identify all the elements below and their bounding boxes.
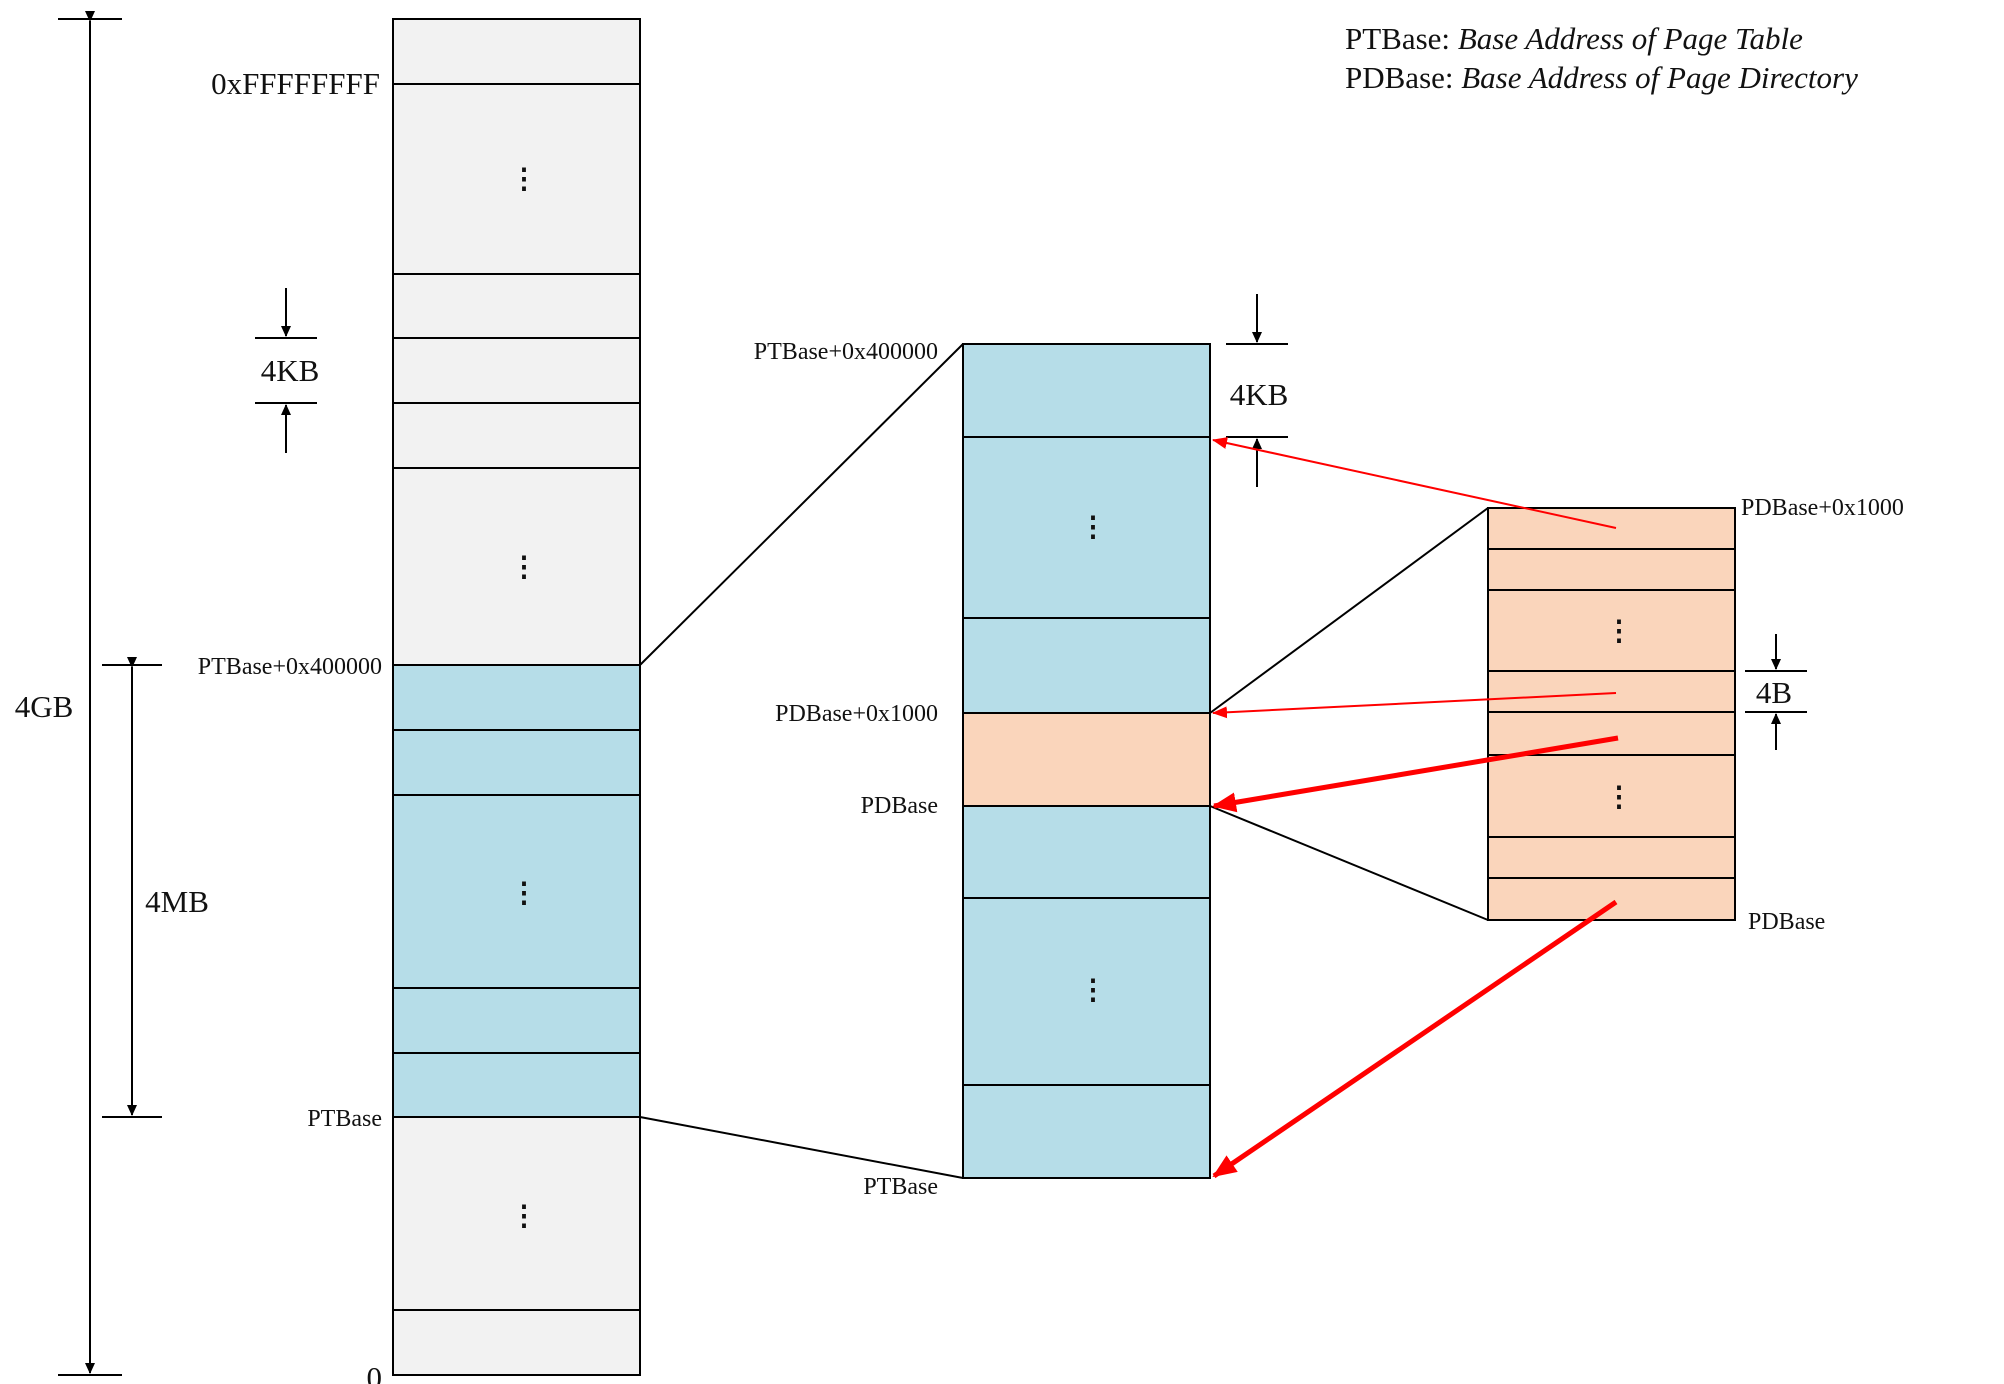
zoom-lines-page-directory xyxy=(1209,507,1489,921)
page-directory-bottom-label: PDBase xyxy=(1748,909,1825,935)
page-directory-ellipsis-bottom: ⋮ xyxy=(1605,782,1633,813)
legend-pd-key: PDBase: xyxy=(1345,60,1454,95)
page-table-dividers xyxy=(963,436,1210,1086)
page-directory-column: ⋮ ⋮ PDBase+0x1000 PDBase 4B xyxy=(1487,495,1904,935)
pt-region-size-dimension xyxy=(102,657,162,1118)
page-directory-entry-size-dimension xyxy=(1745,634,1807,750)
page-table-top-label: PTBase+0x400000 xyxy=(754,339,938,365)
memory-page-size-dimension xyxy=(255,288,317,453)
pointer-arrow-pt-base xyxy=(1212,899,1618,1179)
memory-column: ⋮ ⋮ ⋮ ⋮ 0xFFFFFFFF 0 PTBase+0x400000 PTB… xyxy=(15,11,641,1384)
legend-pt-key: PTBase: xyxy=(1345,21,1450,56)
pt-region-size-label: 4MB xyxy=(145,884,209,919)
zoom-lines-page-table xyxy=(639,343,964,1179)
memory-pt-top-label: PTBase+0x400000 xyxy=(198,654,382,680)
page-directory-slot xyxy=(962,712,1211,807)
memory-size-label: 4GB xyxy=(15,689,74,724)
pointer-arrow-top-entry xyxy=(1212,437,1617,529)
svg-text:PDBase: Base Address of Page D: PDBase: Base Address of Page Directory xyxy=(1345,60,1858,95)
memory-size-dimension xyxy=(58,11,122,1376)
page-directory-box xyxy=(1487,507,1736,921)
memory-ellipsis-mid: ⋮ xyxy=(510,552,538,583)
page-table-entry-size-label: 4KB xyxy=(1230,377,1289,412)
page-table-ellipsis-bottom: ⋮ xyxy=(1079,975,1107,1006)
memory-ellipsis-top: ⋮ xyxy=(510,164,538,195)
memory-top-address: 0xFFFFFFFF xyxy=(211,66,380,101)
legend-pd-desc: Base Address of Page Directory xyxy=(1461,60,1858,95)
page-directory-ellipsis-top: ⋮ xyxy=(1605,616,1633,647)
memory-pt-bottom-label: PTBase xyxy=(307,1106,382,1132)
page-table-ellipsis-top: ⋮ xyxy=(1079,512,1107,543)
page-table-column: ⋮ ⋮ PTBase+0x400000 PDBase+0x1000 PDBase… xyxy=(754,294,1288,1200)
legend: PTBase: Base Address of Page Table PDBas… xyxy=(1345,21,1858,95)
page-table-region xyxy=(392,664,641,1118)
memory-ellipsis-bottom: ⋮ xyxy=(510,1201,538,1232)
page-directory-top-label: PDBase+0x1000 xyxy=(1741,495,1904,521)
pointer-arrow-pd-top xyxy=(1212,692,1617,719)
page-table-pd-top-label: PDBase+0x1000 xyxy=(775,701,938,727)
page-table-region-ellipsis: ⋮ xyxy=(510,878,538,909)
pointer-arrows xyxy=(1212,437,1619,1179)
memory-page-size-label: 4KB xyxy=(261,353,320,388)
page-directory-entry-size-label: 4B xyxy=(1756,675,1792,710)
pointer-arrow-pd-self xyxy=(1212,735,1619,813)
memory-dividers xyxy=(393,83,640,1311)
memory-lower-region xyxy=(392,1116,641,1376)
svg-text:PTBase: Base Address of Page T: PTBase: Base Address of Page Table xyxy=(1345,21,1803,56)
page-table-bottom-label: PTBase xyxy=(863,1174,938,1200)
memory-upper-region xyxy=(392,18,641,666)
page-table-entry-size-dimension xyxy=(1226,294,1288,487)
page-table-pd-label: PDBase xyxy=(861,793,938,819)
legend-pt-desc: Base Address of Page Table xyxy=(1458,21,1803,56)
memory-bottom-address: 0 xyxy=(367,1360,383,1384)
